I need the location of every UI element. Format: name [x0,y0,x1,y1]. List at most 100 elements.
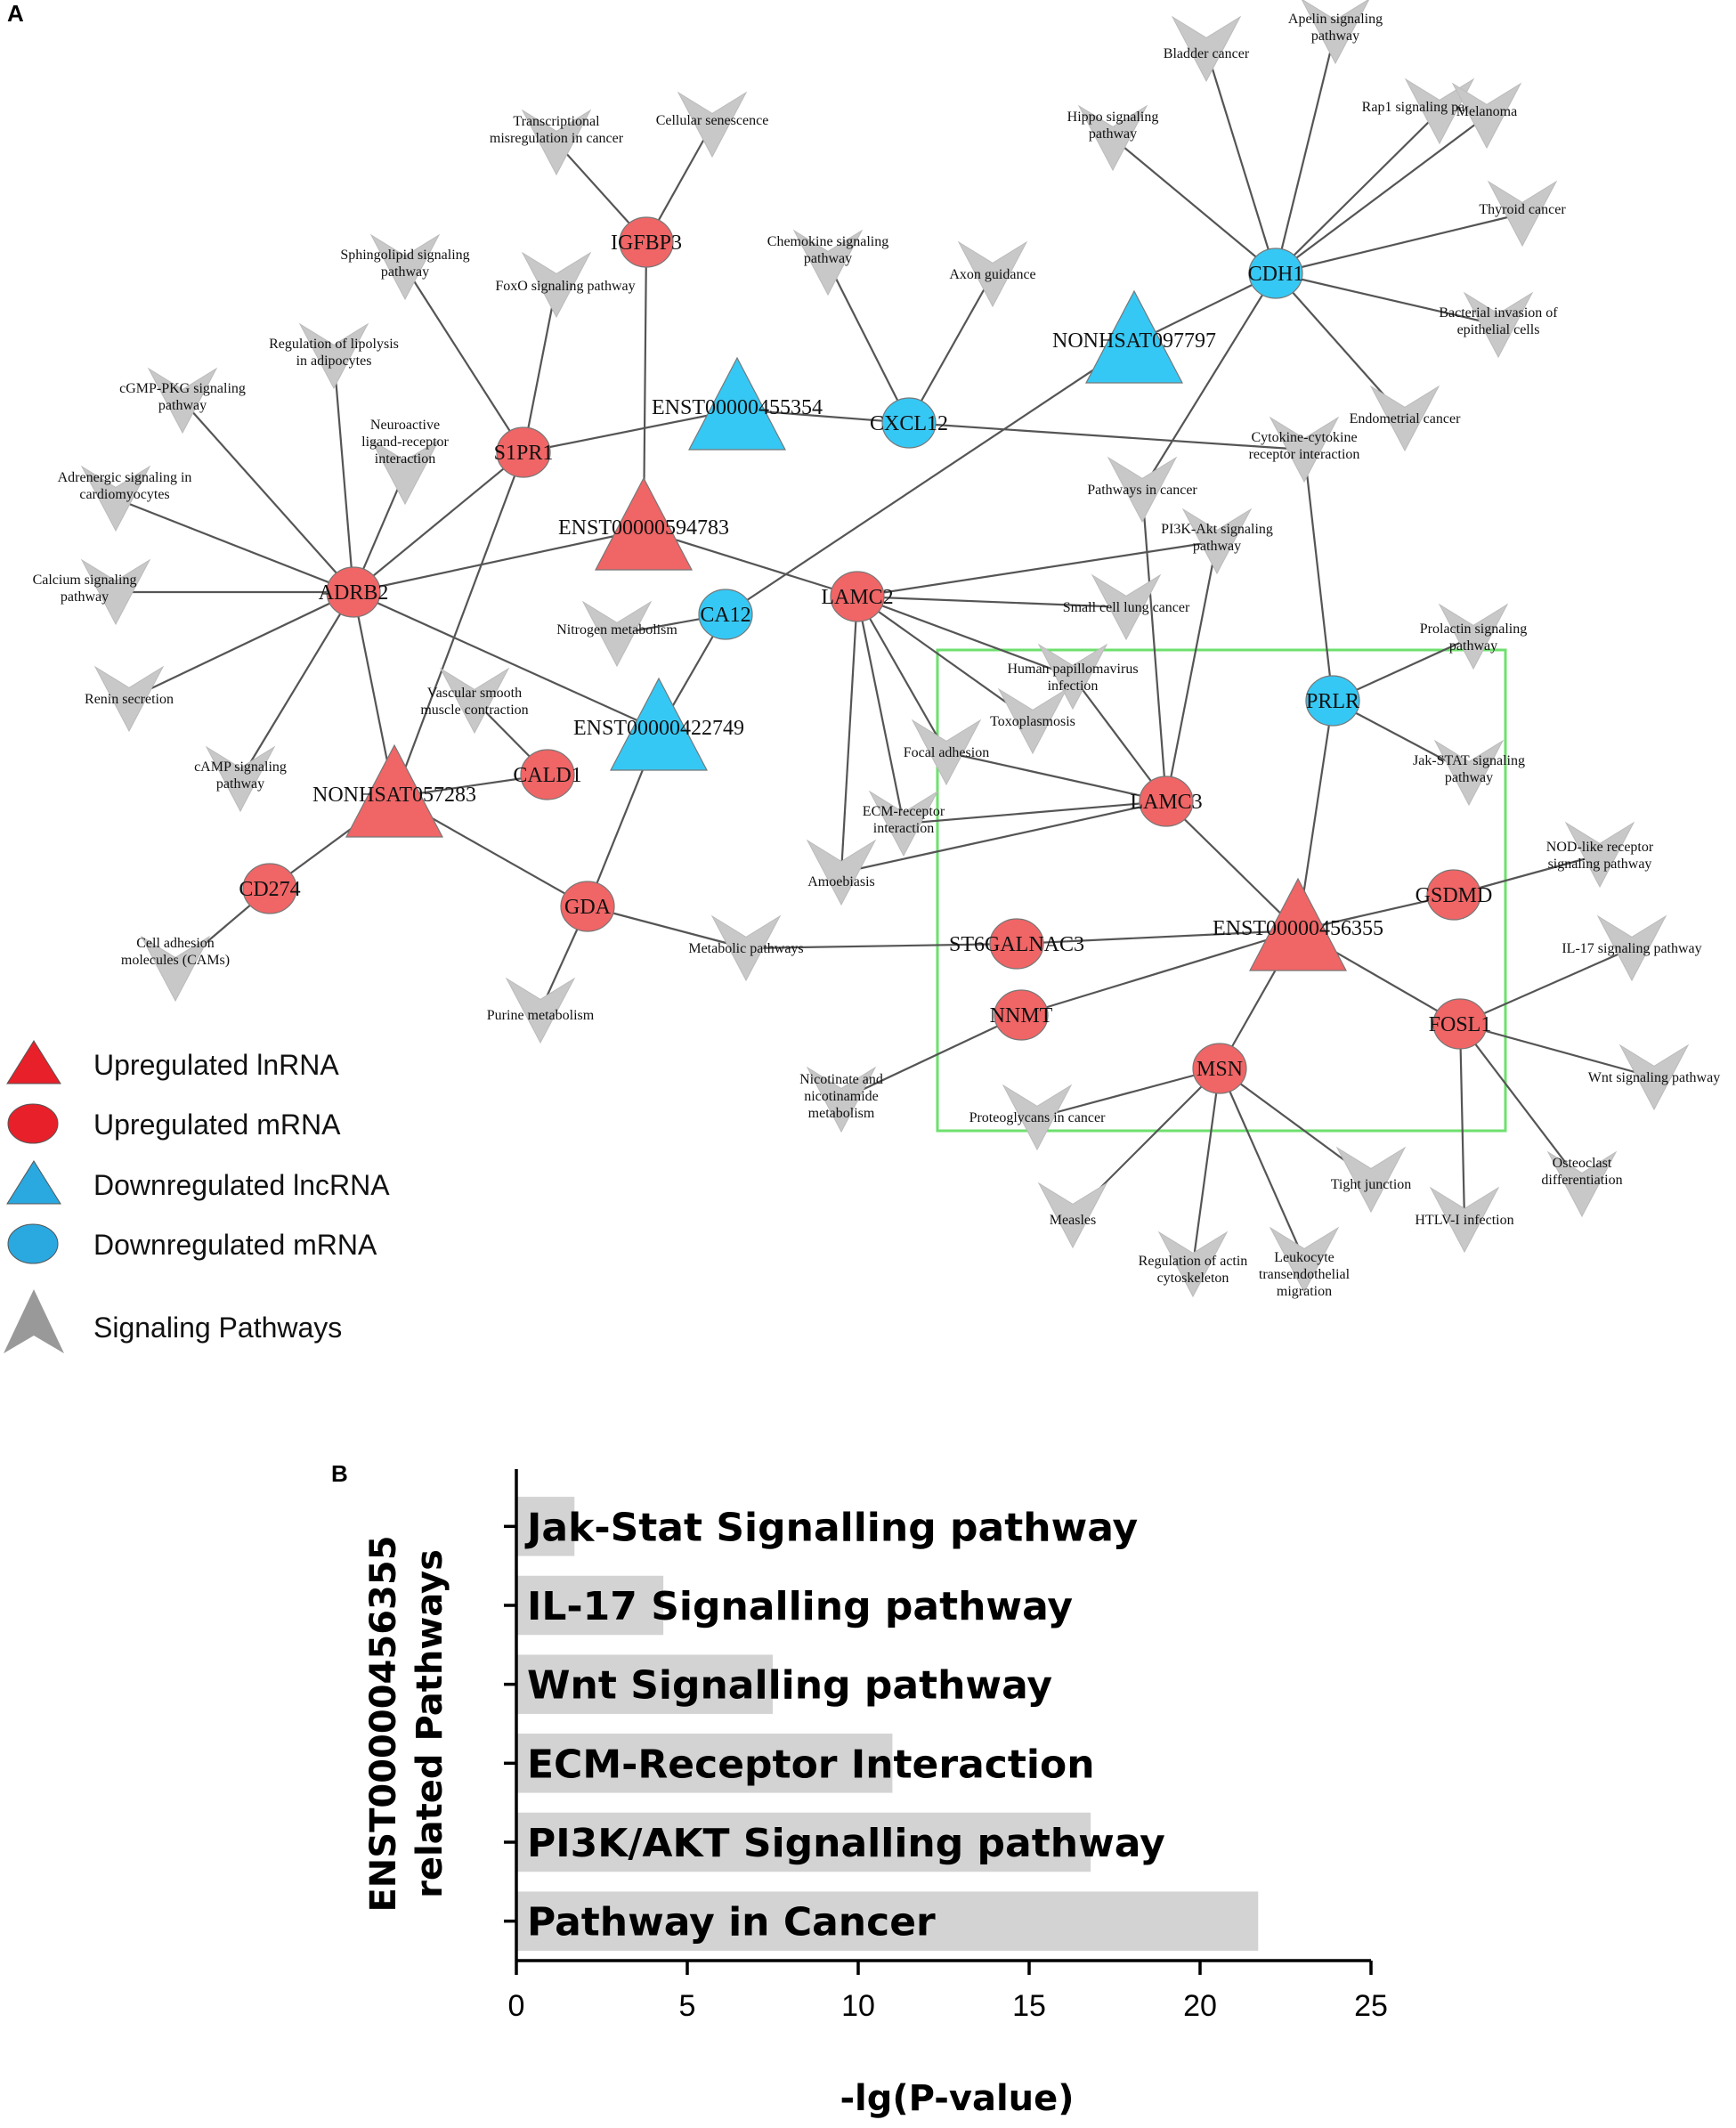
node-NNMT[interactable]: NNMT [990,989,1053,1041]
edge-ADRB2-p_camp [239,591,354,780]
pathway-label: Purine metabolism [487,1008,595,1023]
node-PRLR[interactable]: PRLR [1305,675,1360,727]
node-p_proteoglycans[interactable]: Proteoglycans in cancer [969,1084,1107,1151]
node-p_toxoplasmosis[interactable]: Toxoplasmosis [990,687,1075,755]
node-CALD1[interactable]: CALD1 [513,749,582,800]
node-p_melanoma[interactable]: Melanoma [1451,82,1522,150]
node-p_renin[interactable]: Renin secretion [85,665,174,733]
legend-label: Upregulated mRNA [93,1109,341,1141]
edge-LAMC2-p_hpv [856,595,1074,678]
pathway-arrow-icon [80,465,151,532]
edge-LAMC2-p_small_cell [856,595,1127,609]
node-p_measles[interactable]: Measles [1037,1182,1108,1249]
node-GSDMD[interactable]: GSDMD [1416,869,1493,921]
node-ST6GALNAC3[interactable]: ST6GALNAC3 [949,918,1084,970]
edge-ADRB2-p_lipolysis [332,355,355,593]
gene-label: PRLR [1306,690,1359,713]
node-GDA[interactable]: GDA [560,881,615,932]
node-p_bladder[interactable]: Bladder cancer [1164,15,1250,83]
node-ENST00000455354[interactable]: ENST00000455354 [652,356,823,451]
edge-LAMC2-p_pi3k [856,540,1218,598]
legend-circle-icon [7,1223,59,1264]
node-LAMC3[interactable]: LAMC3 [1130,776,1203,827]
category-label: PI3K/AKT Signalling pathway [527,1821,1165,1866]
node-p_amoebiasis[interactable]: Amoebiasis [806,839,877,906]
pathway-arrow-icon [80,558,151,626]
node-p_thyroid[interactable]: Thyroid cancer [1479,180,1566,248]
pathway-arrow-icon [1546,1150,1618,1218]
gene-circle [994,989,1049,1041]
node-p_senescence[interactable]: Cellular senescence [656,91,769,158]
node-p_wnt[interactable]: Wnt signaling pathway [1588,1044,1720,1111]
edge-S1PR1-ENST00000455354 [523,408,738,454]
node-p_small_cell[interactable]: Small cell lung cancer [1063,573,1190,641]
node-p_focal[interactable]: Focal adhesion [904,719,989,786]
node-p_endometrial[interactable]: Endometrial cancer [1350,385,1461,452]
node-ENST00000456355[interactable]: ENST00000456355 [1213,877,1383,971]
node-NONHSAT097797[interactable]: NONHSAT097797 [1052,289,1216,384]
node-p_htlv[interactable]: HTLV-I infection [1415,1186,1514,1254]
node-ENST00000594783[interactable]: ENST00000594783 [558,476,729,571]
node-CDH1[interactable]: CDH1 [1248,248,1304,299]
edge-CDH1-p_rap1 [1275,110,1440,274]
edge-LAMC3-p_ecm [903,800,1167,825]
node-FOSL1[interactable]: FOSL1 [1429,998,1492,1050]
x-axis-title: -lg(P-value) [840,2078,1074,2119]
node-NONHSAT057283[interactable]: NONHSAT057283 [312,743,476,838]
node-CA12[interactable]: CA12 [698,589,753,640]
node-CXCL12[interactable]: CXCL12 [870,397,948,449]
node-p_nitrogen[interactable]: Nitrogen metabolism [556,600,677,668]
node-p_purine[interactable]: Purine metabolism [487,977,595,1044]
node-S1PR1[interactable]: S1PR1 [494,426,554,478]
node-p_metabolic[interactable]: Metabolic pathways [688,914,804,982]
node-ADRB2[interactable]: ADRB2 [319,566,389,618]
node-ENST00000422749[interactable]: ENST00000422749 [573,677,744,771]
lncrna-triangle [345,743,443,838]
node-LAMC2[interactable]: LAMC2 [821,571,894,622]
node-IGFBP3[interactable]: IGFBP3 [611,216,682,268]
node-p_il17[interactable]: IL-17 signaling pathway [1562,914,1702,982]
node-p_pathways_cancer[interactable]: Pathways in cancer [1087,456,1197,524]
node-p_axon[interactable]: Axon guidance [949,240,1036,308]
pathway-arrow-icon [1269,1226,1340,1294]
node-p_foxo[interactable]: FoxO signaling pathway [495,251,636,319]
node-p_tight[interactable]: Tight junction [1331,1146,1412,1214]
node-MSN[interactable]: MSN [1192,1043,1247,1094]
node-CD274[interactable]: CD274 [239,863,301,914]
edge-GDA-p_metabolic [587,905,747,950]
edge-ENST00000594783-LAMC2 [643,528,858,598]
